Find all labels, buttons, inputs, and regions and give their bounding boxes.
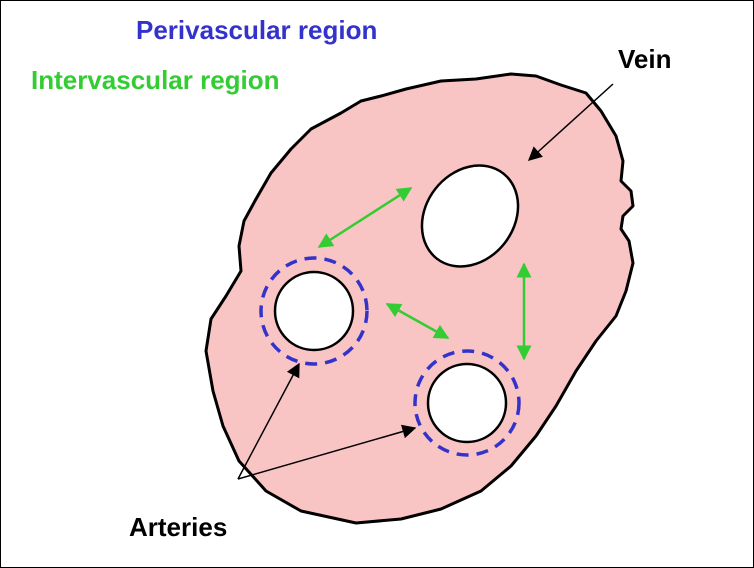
upper-artery-lumen [273, 270, 355, 352]
tissue-region [204, 72, 635, 525]
lower-artery-perivascular-ring [413, 349, 521, 457]
vein-lumen [420, 164, 520, 268]
lower-artery-lumen [426, 362, 508, 444]
perivascular-region-legend: Perivascular region [136, 15, 377, 45]
arteries-pointer-arrow-upper [237, 362, 300, 480]
upper-artery-perivascular-ring [259, 256, 369, 366]
arteries-pointer-arrow-lower [237, 424, 417, 480]
intervascular-region-legend: Intervascular region [31, 65, 280, 95]
vein-label: Vein [618, 44, 671, 74]
vein-pointer-arrow [527, 83, 614, 161]
intervascular-arrow-upper-lower-artery [385, 302, 450, 340]
intervascular-arrow-vein-upper-artery [317, 186, 413, 249]
arteries-label: Arteries [129, 512, 227, 542]
